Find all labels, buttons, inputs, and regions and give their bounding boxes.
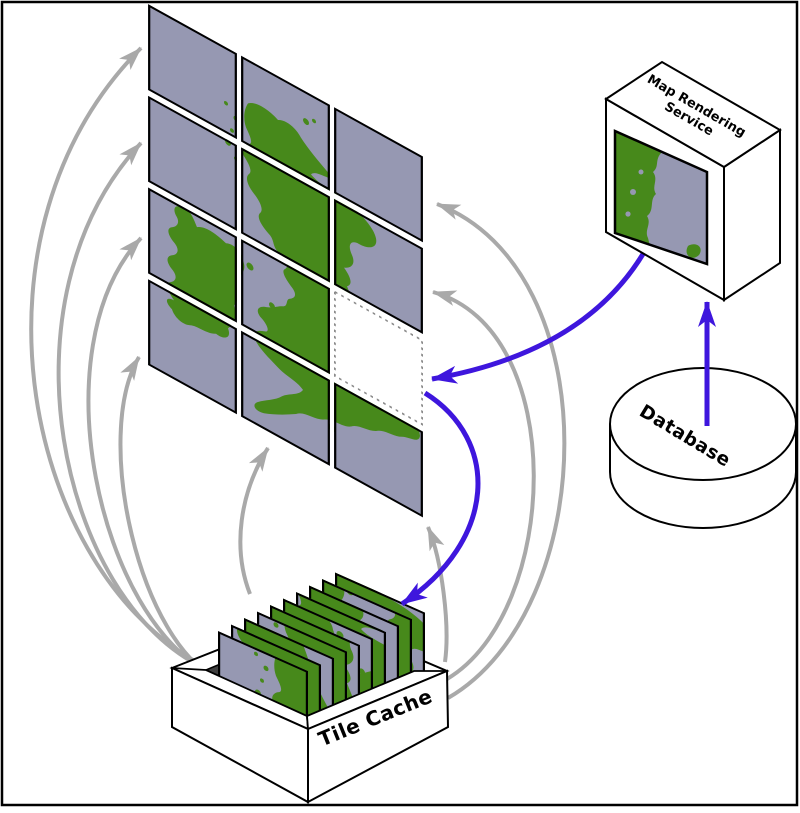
arrow-cache-to-tile-c3r1 — [436, 202, 567, 700]
missing-tile-to-cache-arrow — [400, 390, 481, 607]
service-screen-frame — [613, 129, 709, 266]
arrow-cache-to-tile-c3r4 — [426, 526, 449, 663]
tile-grid — [148, 4, 423, 518]
arrow-cache-to-tile-c1r3 — [86, 236, 213, 676]
map-tile-col2-row2 — [241, 147, 330, 283]
arrow-cache-to-tile-c3r2 — [432, 290, 536, 681]
map-rendering-service-box: Map Rendering Service — [604, 60, 782, 302]
arrow-cache-to-tile-c1r2 — [56, 141, 205, 670]
service-screen-map — [615, 131, 707, 264]
cache-to-tiles-arrows — [29, 46, 567, 700]
arrow-missing-tile-to-cache — [400, 390, 481, 607]
map-tile-col1-row3 — [148, 187, 237, 323]
arrow-renderer-to-missing-tile — [431, 236, 655, 384]
map-tile-col3-row2 — [334, 198, 423, 335]
arrow-cache-to-tile-c2r4 — [238, 446, 270, 595]
service-face-top — [604, 60, 782, 169]
map-tile-col2-row3 — [241, 238, 330, 375]
missing-tile-placeholder — [333, 290, 423, 426]
cache-face-right — [307, 669, 450, 804]
database-top — [609, 367, 797, 481]
database-cylinder: Database — [609, 367, 797, 529]
renderer-to-missing-tile-arrow — [431, 236, 655, 384]
map-tile-col3-row1 — [334, 107, 423, 243]
map-tile-col2-row4 — [241, 330, 330, 466]
map-tile-col1-row1 — [148, 4, 237, 140]
map-tile-col3-row4 — [334, 382, 423, 518]
arrow-cache-to-tile-c1r4 — [118, 355, 221, 682]
map-tile-col1-row4 — [148, 279, 237, 415]
map-tile-col1-row2 — [148, 95, 237, 232]
map-tile-col2-row1 — [241, 55, 330, 191]
tile-cache-box: Tile Cache — [169, 572, 450, 804]
